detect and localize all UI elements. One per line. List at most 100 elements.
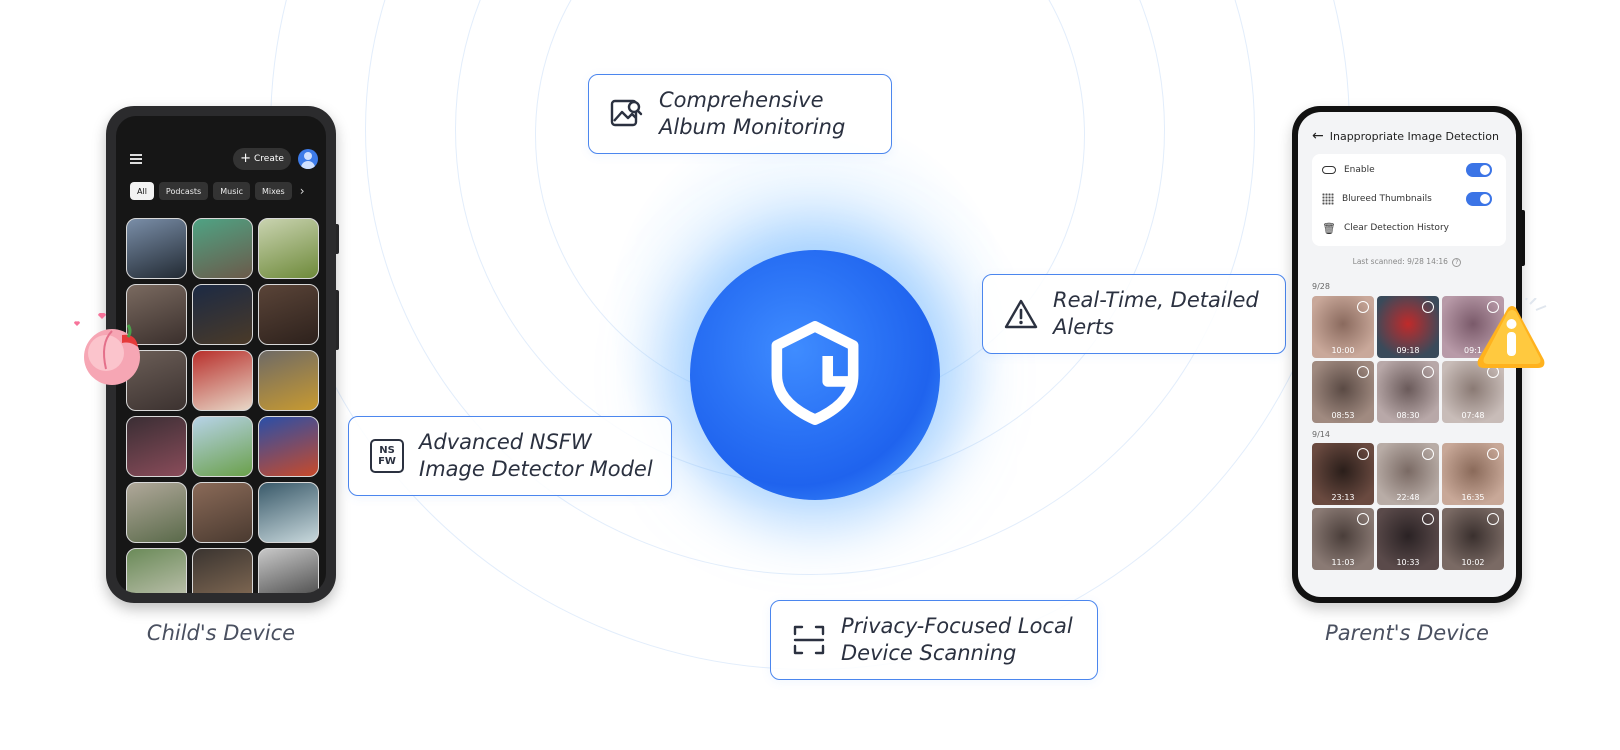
create-button[interactable]: + Create <box>233 148 291 170</box>
child-phone-screen: + Create All Podcasts Music Mixes › <box>116 116 326 593</box>
select-circle-icon[interactable] <box>1357 448 1369 460</box>
bird-photo[interactable] <box>258 218 319 279</box>
setting-clear-history[interactable]: 🗑 Clear Detection History <box>1322 218 1449 238</box>
select-circle-icon[interactable] <box>1357 301 1369 313</box>
toggle-icon <box>1322 166 1336 174</box>
setting-label: Blureed Thumbnails <box>1342 194 1432 204</box>
nsfw-badge-icon: NS FW <box>367 436 407 476</box>
page-title: ← Inappropriate Image Detection <box>1312 128 1499 144</box>
menu-icon[interactable] <box>130 154 142 164</box>
chip-music[interactable]: Music <box>213 182 250 200</box>
phone-side-button <box>334 224 339 254</box>
chip-all[interactable]: All <box>130 182 154 200</box>
shield-home-logo-icon <box>771 321 859 425</box>
detected-photo[interactable]: 08:53 <box>1312 361 1374 423</box>
photo-time: 09:1 <box>1464 346 1482 355</box>
photo-time: 07:48 <box>1461 411 1485 420</box>
group-date: 9/14 <box>1312 430 1330 439</box>
photo-time: 22:48 <box>1396 493 1420 502</box>
select-circle-icon[interactable] <box>1422 513 1434 525</box>
santa-photo[interactable] <box>192 350 253 411</box>
detected-photo[interactable]: 07:48 <box>1442 361 1504 423</box>
feature-line: Alerts <box>1053 315 1114 339</box>
setting-label: Enable <box>1344 165 1375 175</box>
chevron-right-icon[interactable]: › <box>299 184 305 198</box>
last-scanned-text: Last scanned: 9/28 14:16 ? <box>1298 257 1516 267</box>
biker-photo[interactable] <box>126 482 187 543</box>
detected-photo[interactable]: 10:02 <box>1442 508 1504 570</box>
detected-photo[interactable]: 10:33 <box>1377 508 1439 570</box>
setting-label: Clear Detection History <box>1343 223 1449 233</box>
cat-glasses-photo[interactable] <box>258 350 319 411</box>
help-icon[interactable]: ? <box>1452 257 1462 267</box>
galaxy-photo[interactable] <box>192 284 253 345</box>
smoke-photo[interactable] <box>258 416 319 477</box>
select-circle-icon[interactable] <box>1487 301 1499 313</box>
feature-nsfw-model: NS FW Advanced NSFW Image Detector Model <box>348 416 672 496</box>
avatar[interactable] <box>298 149 318 169</box>
bridge-photo[interactable] <box>126 548 187 593</box>
peach-emoji-icon <box>74 313 140 385</box>
waterfall-photo[interactable] <box>258 482 319 543</box>
select-circle-icon[interactable] <box>1487 513 1499 525</box>
feature-line: Device Scanning <box>841 641 1017 665</box>
photo-time: 16:35 <box>1461 493 1485 502</box>
phone-side-button <box>334 290 339 350</box>
trash-icon: 🗑 <box>1322 221 1336 235</box>
detected-photo[interactable]: 10:00 <box>1312 296 1374 358</box>
detected-photo[interactable]: 23:13 <box>1312 443 1374 505</box>
detected-photo[interactable]: 22:48 <box>1377 443 1439 505</box>
select-circle-icon[interactable] <box>1357 366 1369 378</box>
child-phone: + Create All Podcasts Music Mixes › <box>106 106 336 603</box>
page-title-text: Inappropriate Image Detection <box>1329 129 1499 143</box>
blur-toggle[interactable] <box>1466 192 1492 206</box>
nsfw-badge-text: NS <box>379 445 395 456</box>
settings-card: Enable Blureed Thumbnails 🗑 Clear Detect… <box>1312 154 1506 246</box>
feature-line: Advanced NSFW <box>419 430 592 454</box>
select-circle-icon[interactable] <box>1487 448 1499 460</box>
enable-toggle[interactable] <box>1466 163 1492 177</box>
photo-time: 08:53 <box>1331 411 1355 420</box>
detected-photo[interactable]: 16:35 <box>1442 443 1504 505</box>
chip-podcasts[interactable]: Podcasts <box>158 182 209 200</box>
blurred-photo[interactable] <box>126 284 187 345</box>
setting-enable[interactable]: Enable <box>1322 160 1500 180</box>
filter-chips: All Podcasts Music Mixes › <box>130 182 305 200</box>
setting-blurred-thumbnails[interactable]: Blureed Thumbnails <box>1322 189 1500 209</box>
detected-photo[interactable]: 08:30 <box>1377 361 1439 423</box>
select-circle-icon[interactable] <box>1422 301 1434 313</box>
feature-line: Real-Time, Detailed <box>1053 288 1259 312</box>
photo-time: 09:18 <box>1396 346 1420 355</box>
tree-photo[interactable] <box>192 416 253 477</box>
mountain-photo[interactable] <box>258 548 319 593</box>
cat-photo[interactable] <box>192 218 253 279</box>
back-arrow-icon[interactable]: ← <box>1312 128 1324 144</box>
party-photo[interactable] <box>192 548 253 593</box>
photo-search-icon <box>607 94 647 134</box>
photo-time: 10:33 <box>1396 558 1420 567</box>
detected-photo[interactable]: 11:03 <box>1312 508 1374 570</box>
chip-mixes[interactable]: Mixes <box>254 182 292 200</box>
select-circle-icon[interactable] <box>1357 513 1369 525</box>
info-alert-badge-icon <box>1477 298 1547 368</box>
blurred-photo[interactable] <box>258 284 319 345</box>
center-orb <box>690 250 940 500</box>
feature-line: Image Detector Model <box>419 457 653 481</box>
photo-time: 23:13 <box>1331 493 1355 502</box>
create-label: Create <box>254 154 284 164</box>
feature-line: Comprehensive <box>659 88 824 112</box>
warning-triangle-icon <box>1001 294 1041 334</box>
feature-line: Album Monitoring <box>659 115 846 139</box>
select-circle-icon[interactable] <box>1422 448 1434 460</box>
flowers-photo[interactable] <box>126 416 187 477</box>
blurred-photo[interactable] <box>192 482 253 543</box>
dot-grid-icon <box>1322 193 1334 205</box>
dog-photo[interactable] <box>126 218 187 279</box>
select-circle-icon[interactable] <box>1422 366 1434 378</box>
detected-photo-grid: 23:13 22:48 16:35 11:03 10:33 10:02 <box>1312 443 1506 570</box>
detected-photo[interactable]: 09:18 <box>1377 296 1439 358</box>
